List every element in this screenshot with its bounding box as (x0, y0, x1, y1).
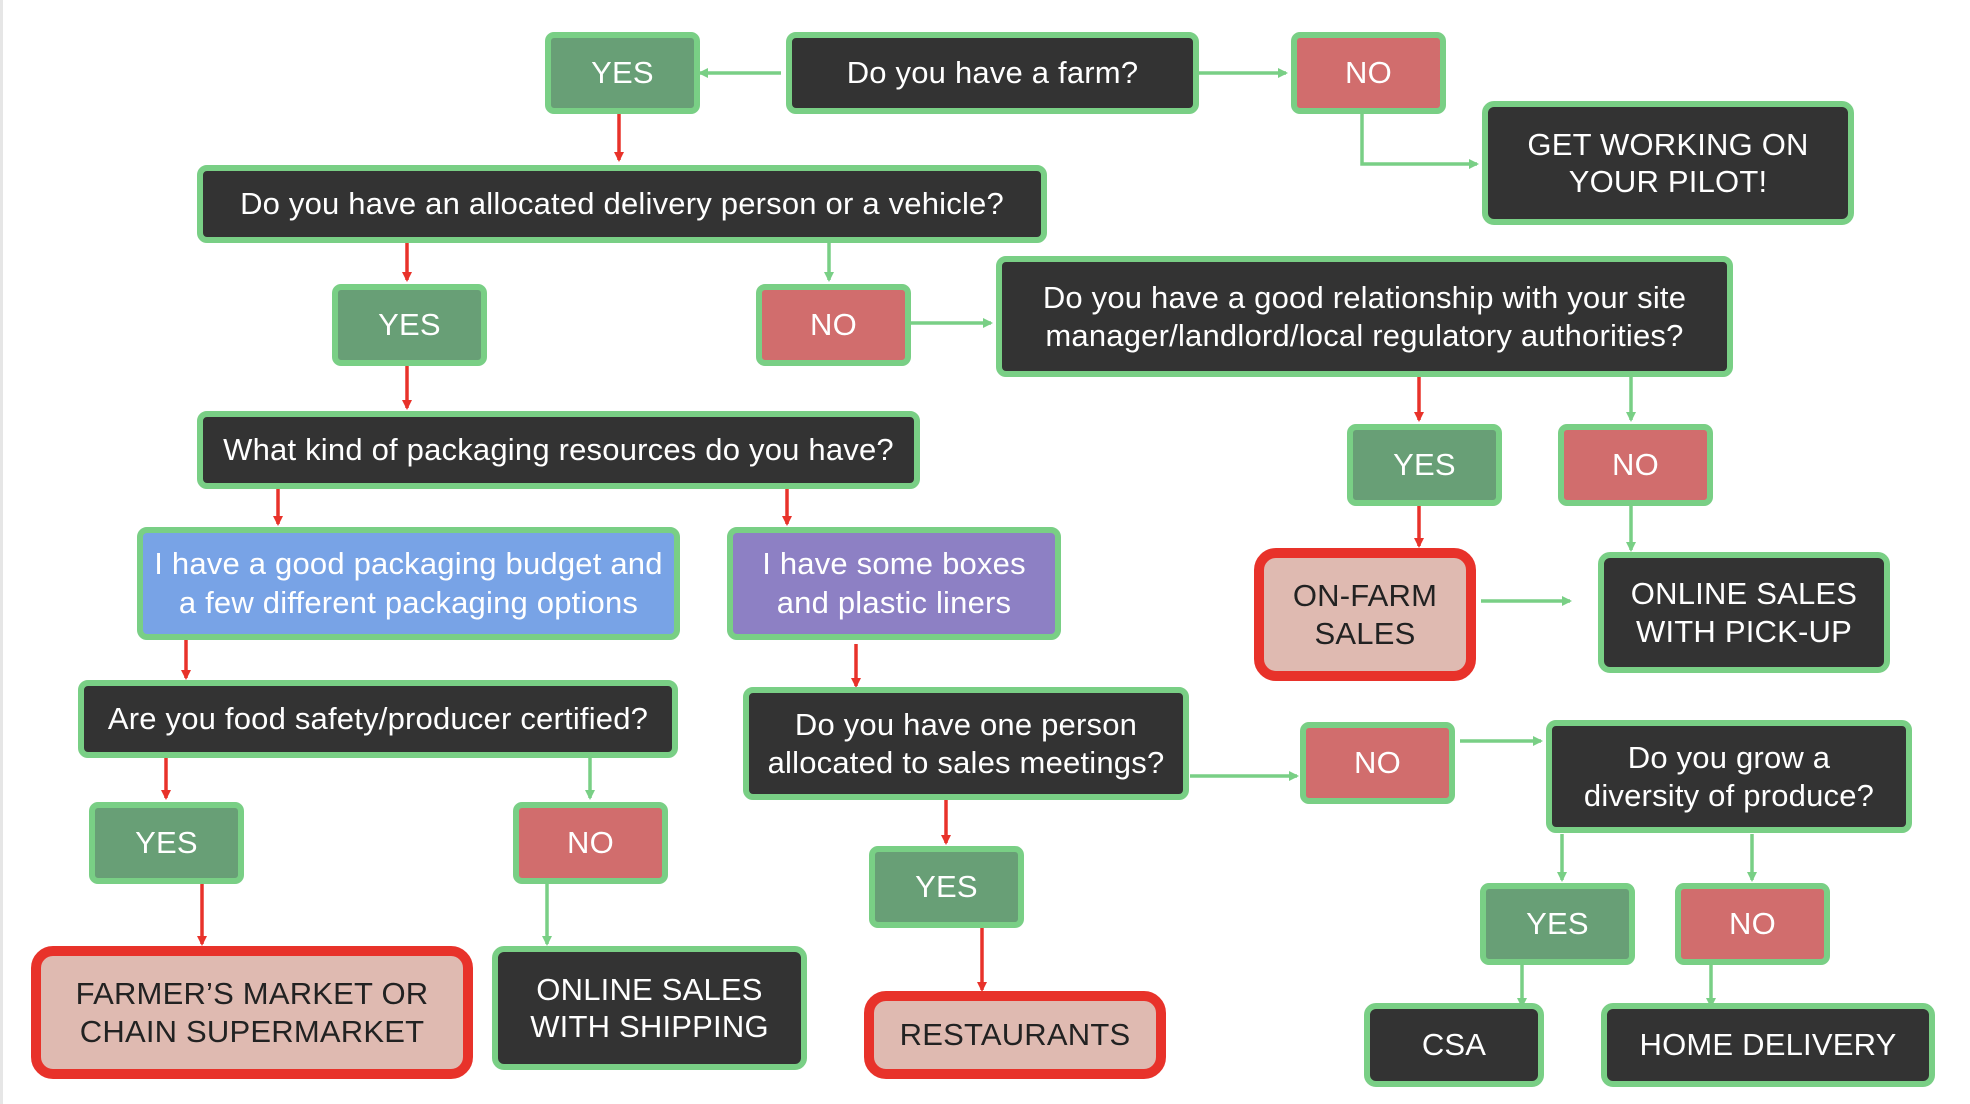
yes-sales-label: YES (915, 869, 978, 904)
question-farm-text: Do you have a farm? (846, 55, 1139, 91)
no-delivery-label: NO (810, 307, 857, 342)
question-sales-text: Do you have one person allocated to sale… (767, 707, 1165, 780)
result-pilot-text: GET WORKING ON YOUR PILOT! (1527, 126, 1809, 199)
option-packaging-budget: I have a good packaging budget and a few… (137, 527, 680, 640)
question-delivery-text: Do you have an allocated delivery person… (240, 186, 1004, 222)
question-certified: Are you food safety/producer certified? (78, 680, 678, 758)
question-relationship-text: Do you have a good relationship with you… (1042, 280, 1687, 353)
result-csa-text: CSA (1421, 1027, 1487, 1063)
question-relationship: Do you have a good relationship with you… (996, 256, 1733, 377)
no-diversity: NO (1675, 883, 1830, 965)
yes-sales-meetings: YES (869, 846, 1024, 928)
result-onfarm-text: ON-FARM SALES (1292, 578, 1438, 651)
result-restaurants-text: RESTAURANTS (899, 1017, 1131, 1053)
question-sales-meetings: Do you have one person allocated to sale… (743, 687, 1189, 800)
yes-delivery: YES (332, 284, 487, 366)
yes-farm: YES (545, 32, 700, 114)
result-market-text: FARMER’S MARKET OR CHAIN SUPERMARKET (75, 976, 429, 1049)
no-diversity-label: NO (1729, 906, 1776, 941)
yes-certified-label: YES (135, 825, 198, 860)
no-sales-meetings: NO (1300, 722, 1455, 804)
result-farmers-market-or-supermarket: FARMER’S MARKET OR CHAIN SUPERMARKET (31, 946, 473, 1079)
option-boxes-and-liners: I have some boxes and plastic liners (727, 527, 1061, 640)
no-relationship: NO (1558, 424, 1713, 506)
result-home-delivery: HOME DELIVERY (1601, 1003, 1935, 1087)
yes-relationship-label: YES (1393, 447, 1456, 482)
no-farm: NO (1291, 32, 1446, 114)
no-certified: NO (513, 802, 668, 884)
no-delivery: NO (756, 284, 911, 366)
result-csa: CSA (1364, 1003, 1544, 1087)
question-farm: Do you have a farm? (786, 32, 1199, 114)
option-budget-text: I have a good packaging budget and a few… (154, 545, 663, 620)
question-packaging: What kind of packaging resources do you … (197, 411, 920, 489)
option-boxes-text: I have some boxes and plastic liners (762, 545, 1026, 620)
no-relationship-label: NO (1612, 447, 1659, 482)
question-diversity-text: Do you grow a diversity of produce? (1583, 740, 1875, 813)
result-online-sales-pickup: ONLINE SALES WITH PICK-UP (1598, 552, 1890, 673)
question-delivery: Do you have an allocated delivery person… (197, 165, 1047, 243)
left-edge-rule (0, 0, 3, 1104)
question-diversity: Do you grow a diversity of produce? (1546, 720, 1912, 833)
result-shipping-text: ONLINE SALES WITH SHIPPING (530, 971, 769, 1044)
yes-delivery-label: YES (378, 307, 441, 342)
result-online-sales-shipping: ONLINE SALES WITH SHIPPING (492, 946, 807, 1070)
yes-diversity-label: YES (1526, 906, 1589, 941)
no-sales-label: NO (1354, 745, 1401, 780)
question-certified-text: Are you food safety/producer certified? (107, 701, 649, 737)
result-home-delivery-text: HOME DELIVERY (1639, 1027, 1897, 1063)
arrow-no-to-pilot (1360, 114, 1479, 169)
yes-farm-label: YES (591, 55, 654, 90)
result-on-farm-sales: ON-FARM SALES (1254, 548, 1476, 681)
yes-certified: YES (89, 802, 244, 884)
yes-relationship: YES (1347, 424, 1502, 506)
result-pickup-text: ONLINE SALES WITH PICK-UP (1630, 576, 1858, 649)
no-certified-label: NO (567, 825, 614, 860)
result-restaurants: RESTAURANTS (864, 991, 1166, 1079)
no-farm-label: NO (1345, 55, 1392, 90)
result-get-working-on-pilot: GET WORKING ON YOUR PILOT! (1482, 101, 1854, 225)
question-packaging-text: What kind of packaging resources do you … (223, 432, 894, 468)
yes-diversity: YES (1480, 883, 1635, 965)
